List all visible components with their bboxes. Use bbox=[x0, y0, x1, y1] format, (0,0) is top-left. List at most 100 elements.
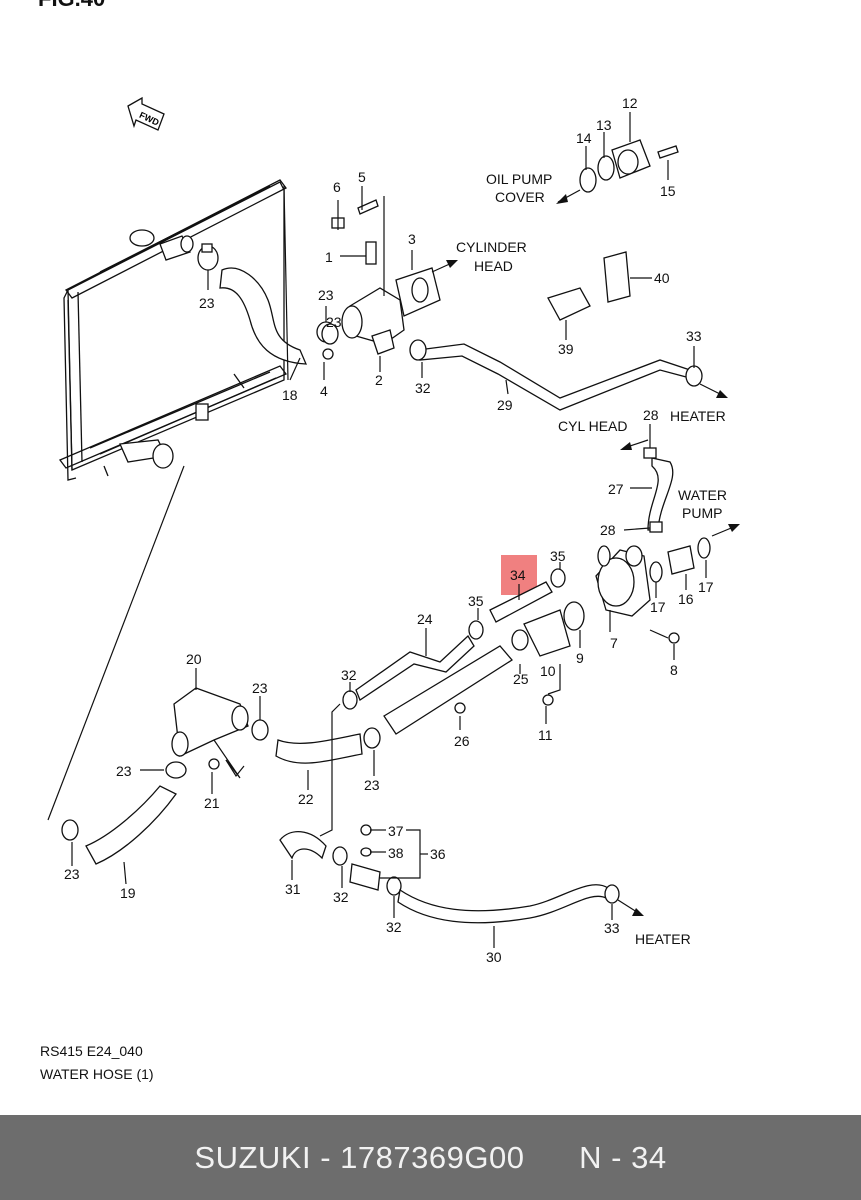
oil-pump-cover-line2: COVER bbox=[495, 189, 545, 205]
clamp-32-b bbox=[342, 690, 358, 710]
callout-label: 35 bbox=[468, 593, 484, 609]
clamp-32-c bbox=[332, 846, 348, 866]
clamp-33-b bbox=[604, 884, 620, 904]
heater-top-label: HEATER bbox=[670, 408, 726, 424]
footer-bar: SUZUKI - 1787369G00 N - 34 bbox=[0, 1115, 861, 1200]
hose-18 bbox=[219, 267, 308, 365]
callout-label: 5 bbox=[358, 169, 366, 185]
fwd-arrow-icon: FWD bbox=[127, 96, 165, 131]
callout-label: 40 bbox=[654, 270, 670, 286]
hose-22 bbox=[275, 733, 363, 764]
bolt-26 bbox=[454, 702, 466, 714]
callout-label: 13 bbox=[596, 117, 612, 133]
thermostat-9 bbox=[563, 601, 585, 631]
bolt-11 bbox=[542, 694, 554, 706]
cylinder-head-line1: CYLINDER bbox=[456, 239, 527, 255]
footer-brand: SUZUKI bbox=[194, 1139, 312, 1175]
clamp-23-d bbox=[321, 323, 339, 345]
parts-diagram: FIG.40 FWD bbox=[38, 0, 740, 965]
clamp-23-b bbox=[251, 719, 269, 741]
connector-20 bbox=[171, 687, 249, 757]
callout-label: 23 bbox=[64, 866, 80, 882]
bracket-40 bbox=[603, 251, 631, 303]
callout-label: 16 bbox=[678, 591, 694, 607]
leader-lines bbox=[47, 112, 707, 948]
callout-label: 28 bbox=[600, 522, 616, 538]
callout-label: 3 bbox=[408, 231, 416, 247]
callout-label: 35 bbox=[550, 548, 566, 564]
oil-pump-cover-line1: OIL PUMP bbox=[486, 171, 552, 187]
direction-arrows bbox=[225, 189, 740, 916]
water-pump-line1: WATER bbox=[678, 487, 727, 503]
callout-label: 21 bbox=[204, 795, 220, 811]
callout-label: 33 bbox=[604, 920, 620, 936]
water-pump-7 bbox=[595, 537, 711, 617]
hose-29 bbox=[417, 343, 691, 411]
callout-label: 7 bbox=[610, 635, 618, 651]
water-pump-line2: PUMP bbox=[682, 505, 722, 521]
clamp-28-b bbox=[649, 521, 663, 533]
callout-label: 33 bbox=[686, 328, 702, 344]
callout-label: 32 bbox=[386, 919, 402, 935]
annotations: OIL PUMP COVER CYLINDER HEAD CYL HEAD HE… bbox=[456, 171, 727, 947]
fitting-12 bbox=[579, 139, 679, 193]
callout-label: 20 bbox=[186, 651, 202, 667]
callout-label: 32 bbox=[415, 380, 431, 396]
clamp-23-f bbox=[61, 819, 79, 841]
callout-label: 23 bbox=[252, 680, 268, 696]
callout-label: 23 bbox=[199, 295, 215, 311]
callout-label: 38 bbox=[388, 845, 404, 861]
callout-label: 23 bbox=[364, 777, 380, 793]
heater-bottom-label: HEATER bbox=[635, 931, 691, 947]
callout-label: 15 bbox=[660, 183, 676, 199]
clamp-35-b bbox=[468, 620, 484, 640]
pipe-34 bbox=[489, 581, 553, 623]
tee-36 bbox=[349, 824, 381, 891]
hose-30 bbox=[397, 884, 609, 924]
clamp-23-c bbox=[363, 727, 381, 749]
callout-label: 30 bbox=[486, 949, 502, 965]
callout-label: 32 bbox=[333, 889, 349, 905]
clamp-35-a bbox=[550, 568, 566, 588]
footer-part-number: 1787369G00 bbox=[340, 1139, 525, 1175]
reference-code: RS415 E24_040 bbox=[40, 1043, 143, 1059]
hose-31 bbox=[279, 831, 327, 860]
callout-label: 6 bbox=[333, 179, 341, 195]
callout-label: 26 bbox=[454, 733, 470, 749]
callout-label: 36 bbox=[430, 846, 446, 862]
callout-label: 19 bbox=[120, 885, 136, 901]
hose-19 bbox=[85, 785, 177, 865]
cover-10 bbox=[511, 609, 571, 657]
callout-label: 29 bbox=[497, 397, 513, 413]
hose-27 bbox=[647, 457, 674, 531]
cylinder-head-line2: HEAD bbox=[474, 258, 513, 274]
pipe-25 bbox=[383, 645, 513, 735]
cyl-head-label: CYL HEAD bbox=[558, 418, 628, 434]
reference-name: WATER HOSE (1) bbox=[40, 1066, 154, 1082]
callout-label: 37 bbox=[388, 823, 404, 839]
clamp-32-a bbox=[409, 339, 427, 361]
callout-labels: 1 2 3 4 5 6 7 8 9 10 11 12 13 14 15 16 1… bbox=[64, 95, 714, 965]
bolt-21 bbox=[208, 758, 220, 770]
callout-label: 23 bbox=[326, 314, 342, 330]
footer-position: N - 34 bbox=[579, 1139, 667, 1175]
bracket-39 bbox=[547, 287, 591, 321]
callout-label: 23 bbox=[318, 287, 334, 303]
callout-label: 10 bbox=[540, 663, 556, 679]
water-inlet-housing bbox=[316, 199, 441, 360]
callout-label: 22 bbox=[298, 791, 314, 807]
callout-label: 11 bbox=[538, 727, 553, 743]
bolt-8 bbox=[668, 632, 680, 644]
callout-label: 31 bbox=[285, 881, 301, 897]
callout-label: 27 bbox=[608, 481, 624, 497]
callout-label: 9 bbox=[576, 650, 584, 666]
callout-label: 34 bbox=[510, 567, 526, 583]
callout-label: 2 bbox=[375, 372, 383, 388]
callout-label: 25 bbox=[513, 671, 529, 687]
clamp-28-a bbox=[643, 447, 657, 459]
radiator bbox=[58, 179, 288, 481]
figure-title: FIG.40 bbox=[38, 0, 105, 11]
callout-label: 23 bbox=[116, 763, 132, 779]
callout-label: 17 bbox=[650, 599, 666, 615]
callout-label: 24 bbox=[417, 611, 433, 627]
